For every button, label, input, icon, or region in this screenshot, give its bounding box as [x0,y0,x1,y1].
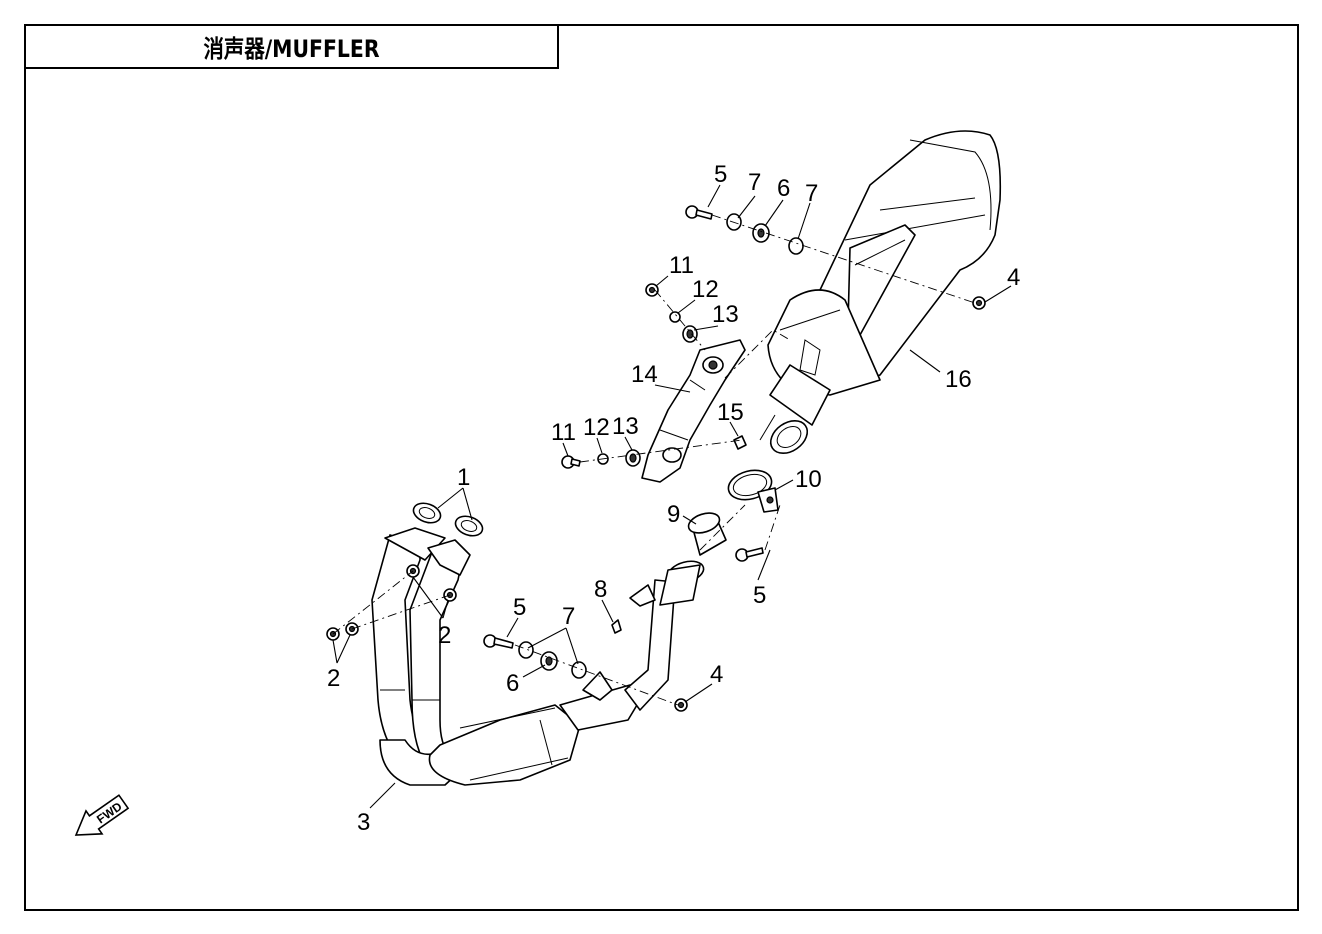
callout-2: 2 [438,622,451,649]
callout-9: 9 [667,501,680,528]
callout-8: 8 [594,576,607,603]
callout-16: 16 [945,366,972,393]
callout-12: 12 [583,414,610,441]
callout-7: 7 [748,169,761,196]
callout-5: 5 [513,594,526,621]
callout-2: 2 [327,665,340,692]
clamp-part-10 [727,469,779,513]
callout-7: 7 [562,603,575,630]
callout-6: 6 [506,670,519,697]
callout-13: 13 [712,301,739,328]
bolt-set-shield-bottom [561,435,747,469]
callout-1: 1 [457,464,470,491]
callout-6: 6 [777,175,790,202]
leader-lines [332,184,1012,809]
callout-14: 14 [631,361,658,388]
title-block: 消声器/MUFFLER [24,24,559,69]
gasket-part-1 [412,502,484,537]
callout-12: 12 [692,276,719,303]
callout-numbers: 5 7 6 7 4 11 12 13 14 16 15 11 12 13 1 1… [327,161,1020,836]
forward-direction-badge: FWD [74,794,130,836]
bolt-set-lower [483,547,764,712]
muffler-part-16 [759,130,1002,455]
callout-11: 11 [669,252,694,279]
gasket-part-9 [687,512,727,556]
callout-7: 7 [805,180,818,207]
center-lines [332,214,976,706]
callout-5: 5 [714,161,727,188]
bolt-set-shield-top [645,283,698,343]
callout-10: 10 [795,466,822,493]
callout-5: 5 [753,582,766,609]
callout-13: 13 [612,413,639,440]
callout-3: 3 [357,809,370,836]
heat-shield-part-14 [641,339,746,483]
callout-11: 11 [551,419,576,446]
header-pipe-part-3 [371,527,705,786]
callout-15: 15 [717,399,744,426]
page-title: 消声器/MUFFLER [203,35,380,63]
callout-4: 4 [1007,264,1020,291]
callout-4: 4 [710,661,723,688]
drawing-frame [24,24,1299,911]
